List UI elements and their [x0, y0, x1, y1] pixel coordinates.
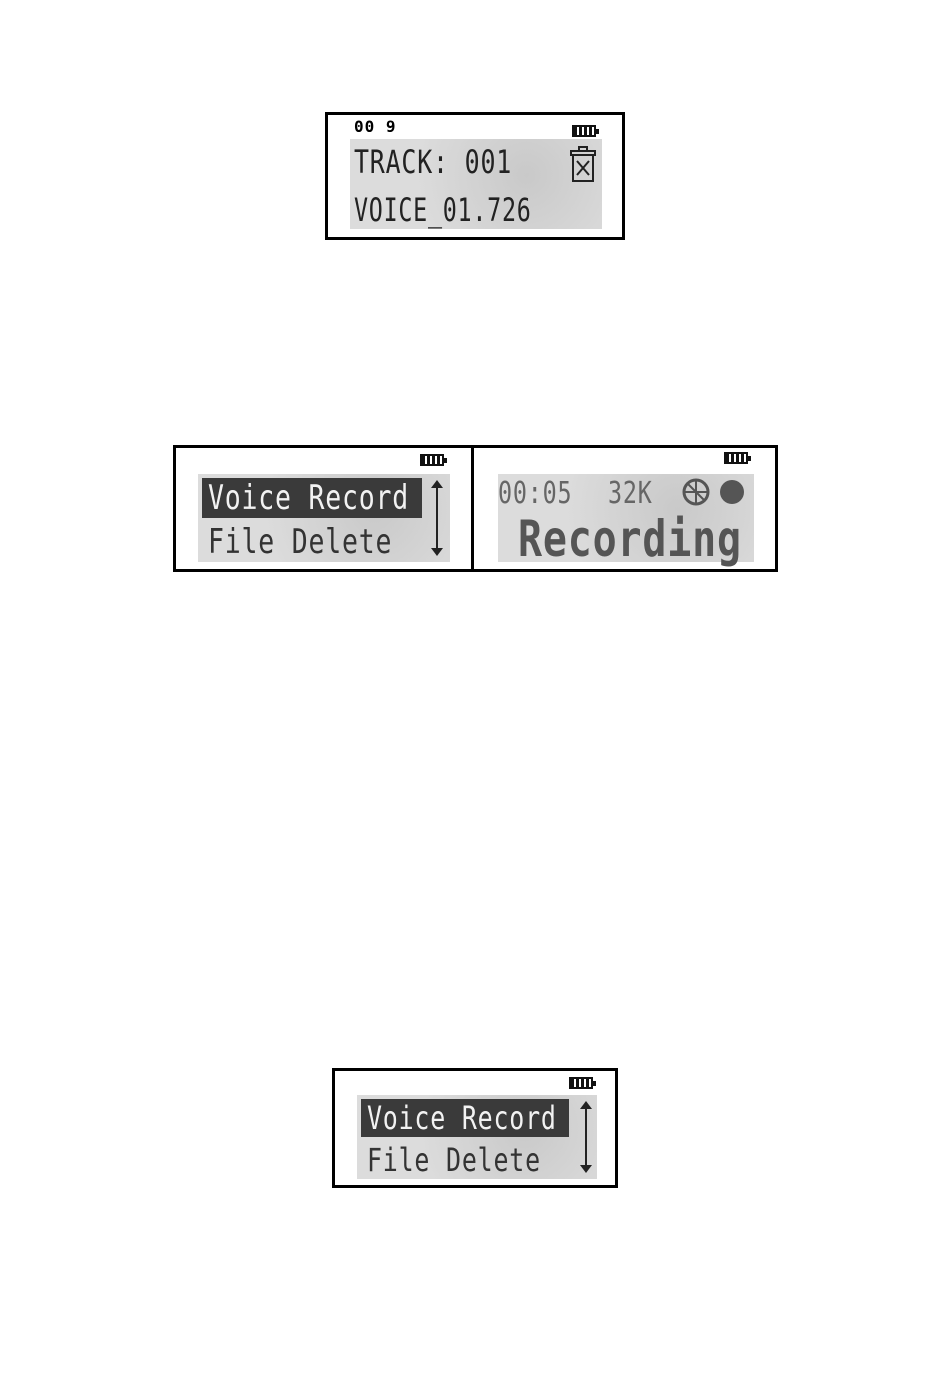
- scroll-updown-icon[interactable]: [585, 1103, 587, 1171]
- battery-full-icon: [724, 452, 748, 464]
- track-number-label: TRACK: 001: [354, 143, 512, 181]
- recording-status-label: Recording: [518, 510, 742, 568]
- battery-full-icon: [572, 125, 596, 137]
- track-counter: 00 9: [354, 117, 397, 136]
- lcd-screen-menu: Voice Record File Delete: [173, 445, 474, 572]
- menu-item-voice-record[interactable]: Voice Record: [367, 1099, 557, 1137]
- menu-item-file-delete[interactable]: File Delete: [208, 522, 392, 562]
- recording-time: 00:05: [498, 476, 572, 511]
- record-dot-icon: [718, 478, 746, 506]
- scroll-updown-icon[interactable]: [436, 482, 438, 554]
- battery-full-icon: [420, 454, 444, 466]
- file-name-label: VOICE_01.726: [354, 191, 532, 229]
- menu-item-file-delete[interactable]: File Delete: [367, 1141, 541, 1179]
- battery-full-icon: [569, 1077, 593, 1089]
- trash-delete-icon: [568, 145, 598, 183]
- lcd-screen-menu-repeat: Voice Record File Delete: [332, 1068, 618, 1188]
- spinning-disc-icon: [682, 478, 710, 506]
- menu-item-voice-record[interactable]: Voice Record: [208, 478, 409, 518]
- recording-bitrate: 32K: [608, 476, 653, 511]
- lcd-screen-recording: 00:05 32K Recording: [471, 445, 778, 572]
- lcd-screen-track: 00 9 TRACK: 001 VOICE_01.726: [325, 112, 625, 240]
